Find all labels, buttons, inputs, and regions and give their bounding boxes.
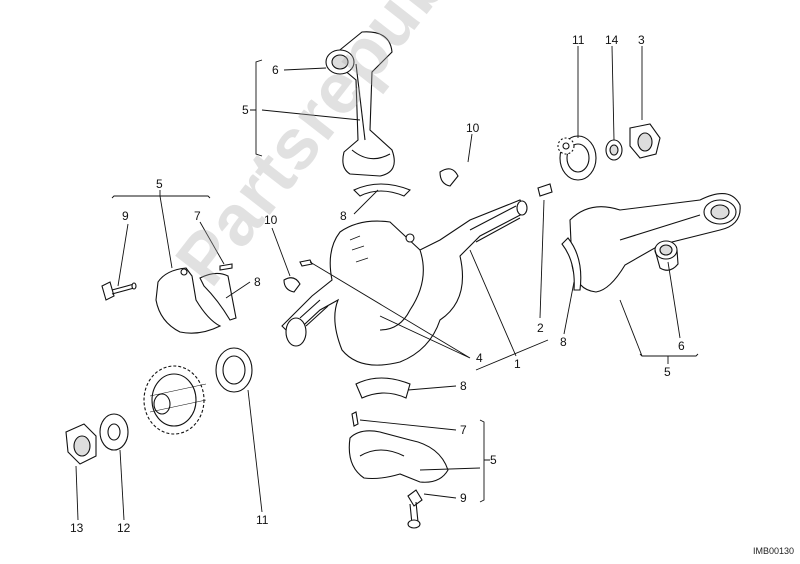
dowel-pin-lower	[351, 411, 359, 427]
callout-8-top: 8	[340, 209, 347, 223]
callout-12: 12	[117, 521, 131, 535]
rod-bearing-shell-upper	[353, 183, 411, 197]
cap-bolt-lower	[407, 489, 423, 529]
dowel-pin-left	[219, 263, 233, 271]
callout-9-lower: 9	[460, 491, 467, 505]
leader-lines	[75, 45, 699, 521]
washer-right	[605, 139, 623, 161]
connecting-rod-upper	[325, 31, 395, 177]
callout-5-left: 5	[156, 177, 163, 191]
rod-bearing-shell-lower	[355, 377, 411, 399]
callout-5-lower: 5	[490, 453, 497, 467]
callout-5-right: 5	[664, 365, 671, 379]
callout-10-top: 10	[466, 121, 480, 135]
figure-id: IMB00130	[752, 546, 794, 556]
rod-cap-left	[155, 267, 222, 334]
timing-gear	[143, 365, 207, 435]
woodruff-key-top	[439, 168, 459, 187]
callout-8-right: 8	[560, 335, 567, 349]
callout-11-top: 11	[572, 33, 585, 47]
callout-10-left: 10	[264, 213, 278, 227]
callout-6-top: 6	[272, 63, 279, 77]
rod-bearing-shell-right	[561, 237, 582, 291]
callout-7-lower: 7	[460, 423, 467, 437]
callout-2: 2	[537, 321, 544, 335]
callout-3: 3	[638, 33, 645, 47]
cap-bolt-left	[101, 281, 137, 301]
callout-6-right: 6	[678, 339, 685, 353]
callout-8-left: 8	[254, 275, 261, 289]
crankshaft	[281, 199, 528, 366]
rod-cap-lower	[348, 430, 449, 483]
spring-pin	[537, 183, 553, 197]
kit-gear-icon	[557, 137, 575, 155]
callout-1: 1	[514, 357, 521, 371]
callout-13: 13	[70, 521, 84, 535]
thrust-washer-left	[215, 347, 253, 393]
small-end-bushing-right	[654, 240, 679, 271]
washer-left	[99, 413, 129, 451]
key-pin-small	[299, 259, 313, 267]
connecting-rod-right	[569, 193, 741, 293]
rod-bearing-shell-left	[199, 272, 237, 321]
callout-9-left: 9	[122, 209, 129, 223]
callout-7-left: 7	[194, 209, 201, 223]
nut-right	[629, 123, 661, 159]
woodruff-key-left	[283, 277, 301, 293]
callout-14: 14	[605, 33, 619, 47]
callout-8-lower: 8	[460, 379, 467, 393]
callout-5-top: 5	[242, 103, 249, 117]
callout-11-left: 11	[256, 513, 269, 527]
callout-4: 4	[476, 351, 483, 365]
nut-left	[65, 423, 97, 465]
